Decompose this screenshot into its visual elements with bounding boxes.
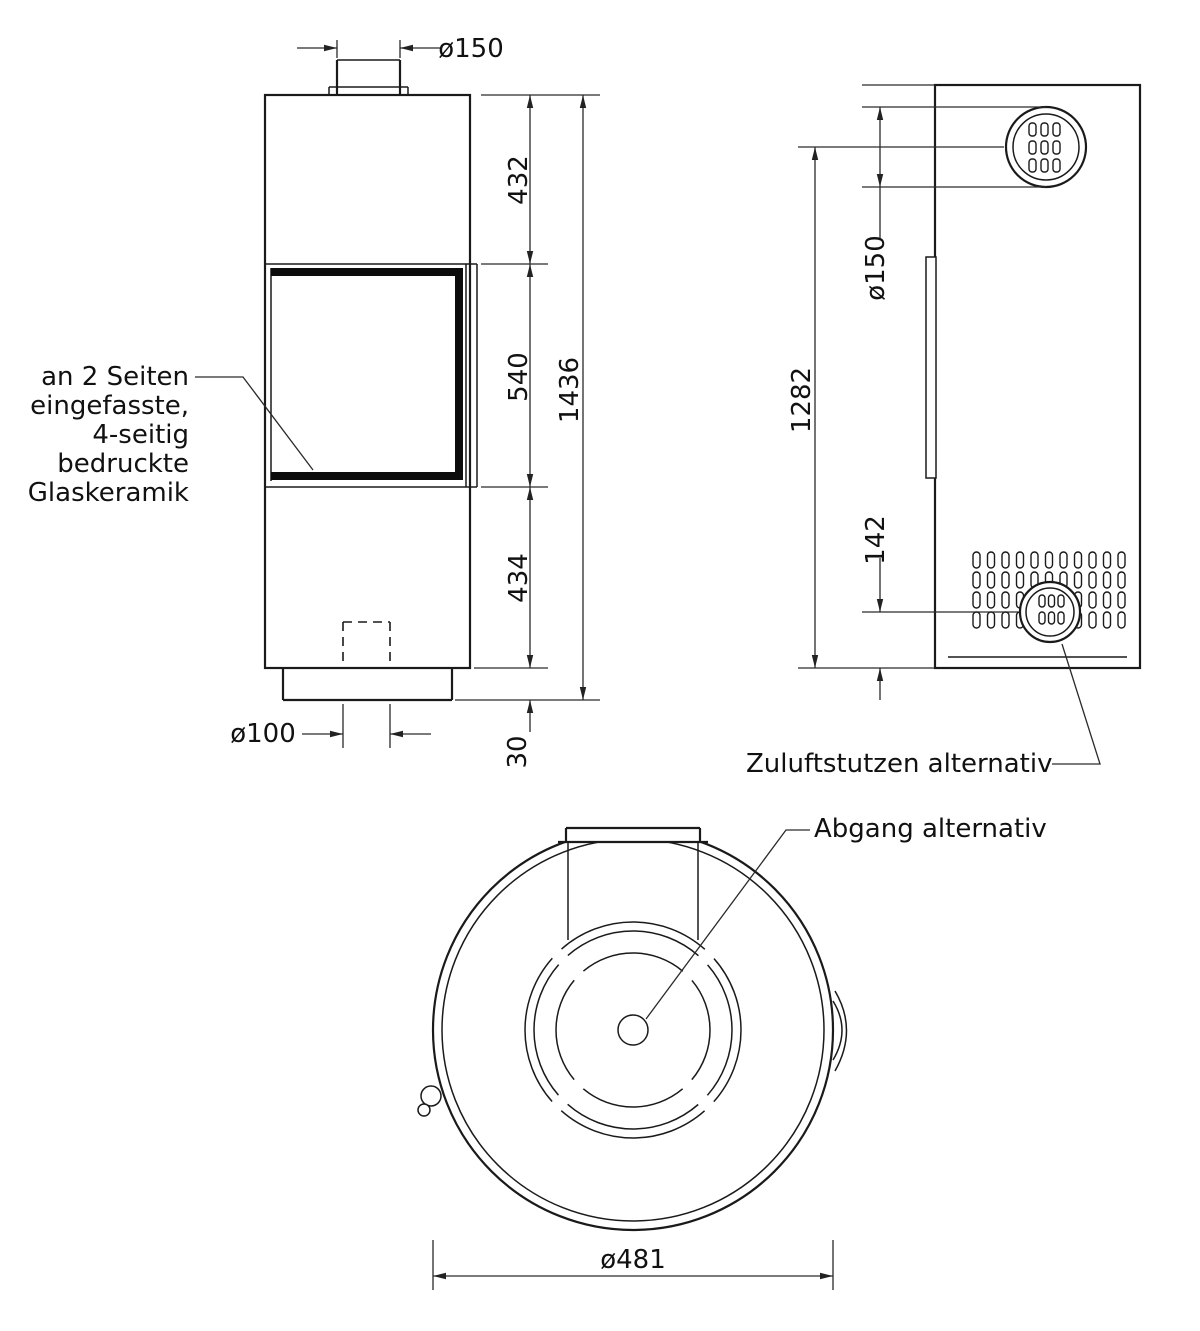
flue-collar-slots	[1028, 122, 1061, 173]
air-inlet-leader-line	[1052, 643, 1101, 765]
front-view-outline	[263, 59, 472, 702]
glass-note-leader-line	[195, 376, 314, 471]
dim-total-height: 1436	[555, 357, 585, 423]
door-handle	[834, 990, 848, 1072]
front-dimensions: ø150 432 540 434 30 1436 ø100	[230, 34, 600, 769]
outlet-label: Abgang alternativ	[814, 814, 1047, 844]
glass-note-line-4: bedruckte	[57, 449, 189, 479]
dim-floor-pipe-diameter: ø100	[230, 719, 296, 749]
dim-top-section: 432	[504, 155, 534, 205]
dim-inlet-center-height: 142	[861, 515, 891, 565]
side-view-outline	[925, 83, 1142, 670]
glass-note-line-5: Glaskeramik	[28, 478, 189, 508]
side-vents	[972, 551, 1126, 644]
outlet-annotation: Abgang alternativ	[645, 814, 1047, 1020]
dim-top-diameter: ø481	[600, 1245, 666, 1275]
dim-flue-center-height: 1282	[787, 367, 817, 433]
glass-note-line-2: eingefasste,	[30, 391, 189, 421]
top-view: Abgang alternativ ø481	[417, 814, 1047, 1290]
air-inlet-annotation: Zuluftstutzen alternativ	[746, 643, 1101, 779]
door-hinge	[420, 1085, 442, 1107]
air-inlet-slots	[1038, 594, 1065, 625]
top-view-outline	[417, 824, 848, 1232]
side-view: ø150 1282 142 Zuluftstutzen alternativ	[746, 83, 1142, 779]
dim-glass-section: 540	[504, 352, 534, 402]
glass-note-line-1: an 2 Seiten	[41, 362, 189, 392]
top-outlet-opening	[617, 1014, 649, 1046]
dim-base-height: 30	[503, 735, 533, 768]
glass-annotation: an 2 Seiten eingefasste, 4-seitig bedruc…	[28, 362, 314, 508]
dim-flue-diameter: ø150	[861, 235, 891, 301]
flue-collar	[1004, 105, 1088, 189]
outlet-leader-line	[645, 829, 810, 1020]
side-glass-edge	[925, 256, 937, 479]
dim-pipe-diameter: ø150	[438, 34, 504, 64]
top-dimensions: ø481	[432, 1240, 834, 1290]
side-dimensions: ø150 1282 142	[787, 84, 1046, 700]
air-inlet-label: Zuluftstutzen alternativ	[746, 749, 1052, 779]
dim-bottom-section: 434	[504, 553, 534, 603]
glass-note-line-3: 4-seitig	[92, 420, 189, 450]
front-view: ø150 432 540 434 30 1436 ø100	[28, 34, 600, 769]
front-glass-panel	[265, 263, 478, 488]
